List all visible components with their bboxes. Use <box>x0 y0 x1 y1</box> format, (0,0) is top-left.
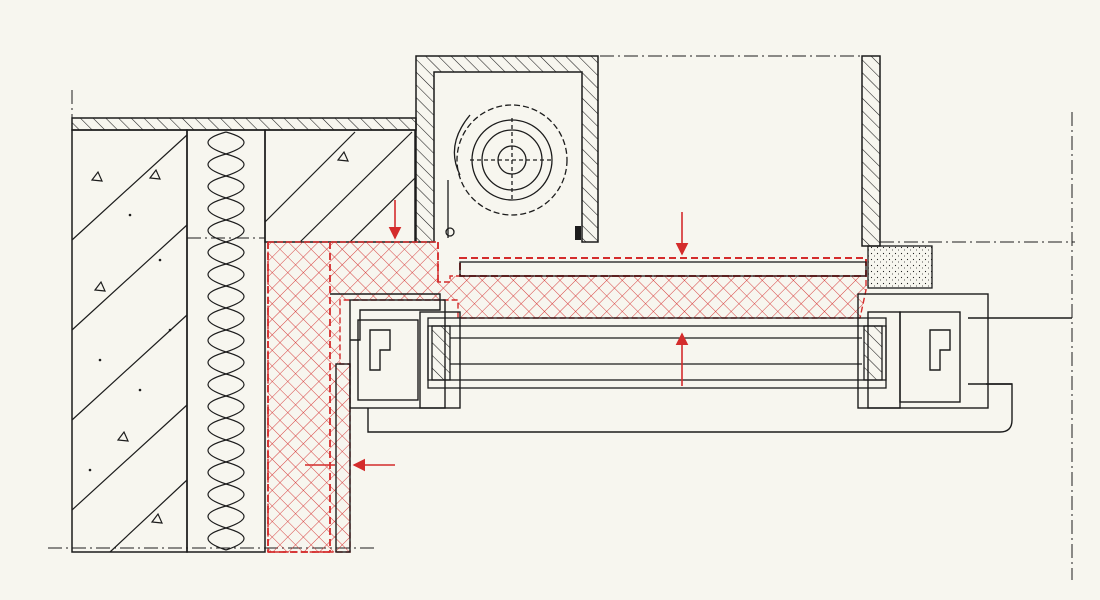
insulation-layer <box>186 129 266 553</box>
reveal-board <box>335 363 351 553</box>
inner-wall <box>264 129 416 243</box>
shutter-slat <box>459 261 867 277</box>
roller-drum <box>447 104 568 238</box>
roller-shutter-box <box>415 55 599 243</box>
window-sill-profile <box>367 317 1072 433</box>
right-shutter-panel <box>861 55 881 247</box>
annotation-arrows <box>305 200 689 472</box>
glazing-unit <box>427 317 887 389</box>
mortar-block <box>867 245 933 289</box>
concrete-wall <box>71 129 188 553</box>
ceiling-slab <box>71 117 417 131</box>
